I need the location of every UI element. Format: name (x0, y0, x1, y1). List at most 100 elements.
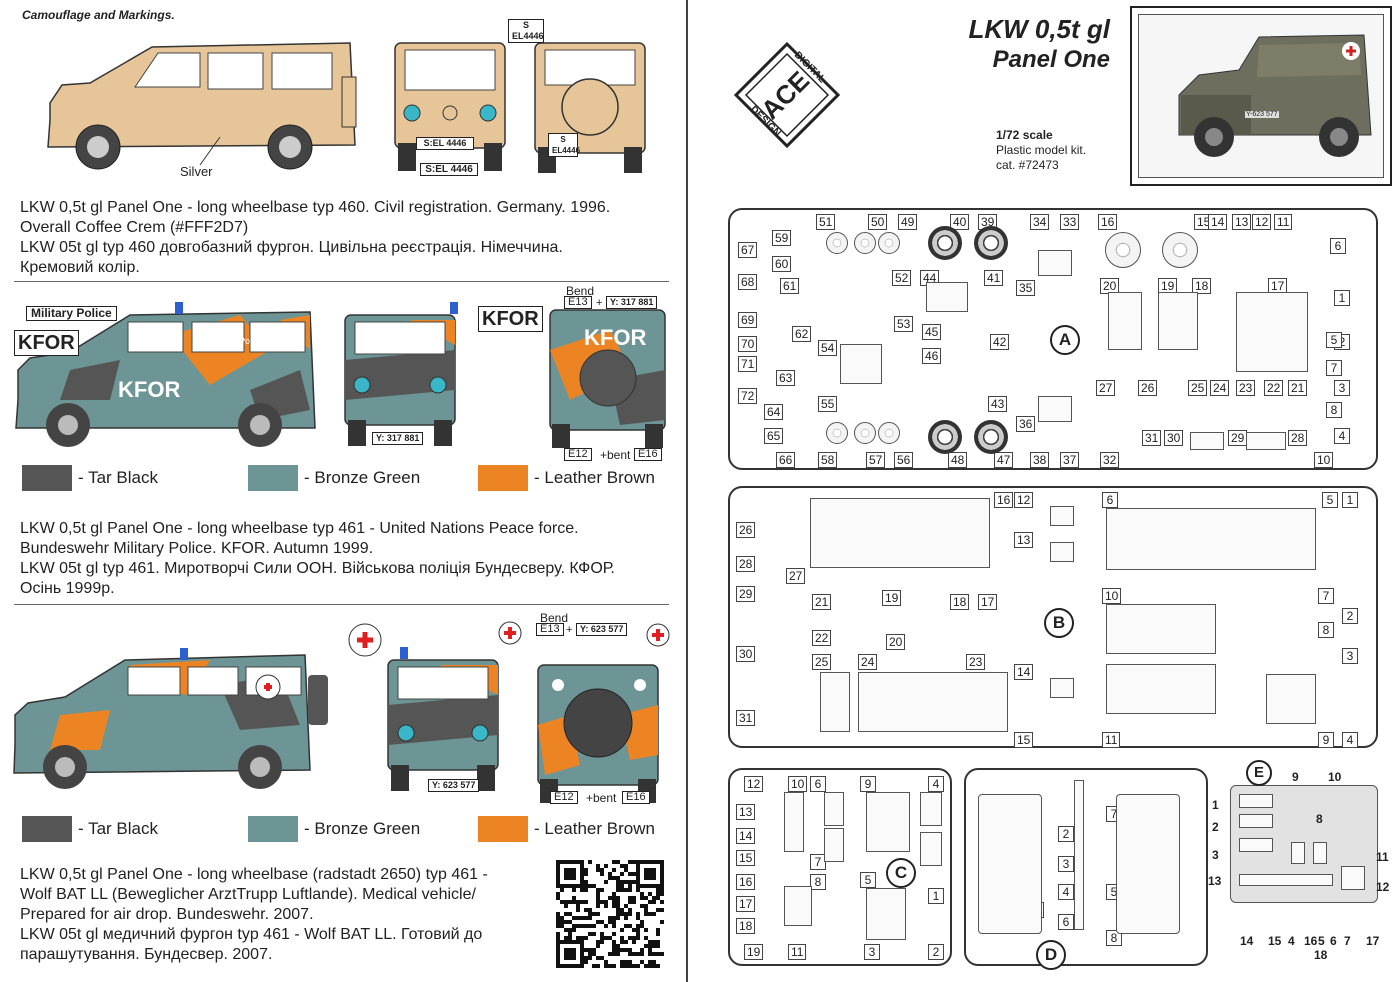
part-number-a-69: 69 (738, 312, 758, 328)
etch-part-number-14: 14 (1240, 934, 1254, 948)
scheme1-rear-view (534, 42, 646, 173)
part-number-b-12: 12 (1014, 492, 1034, 508)
mp-side-marking: Military Police (208, 336, 264, 346)
part-number-a-6: 6 (1330, 238, 1346, 254)
scheme1-views: Silver S EL4446 S EL4446 S:EL 4446 S:EL … (20, 19, 680, 185)
etch-part-number-1: 1 (1212, 798, 1219, 812)
part-number-a-33: 33 (1060, 214, 1080, 230)
scheme2-views: Military Police KFOR KFOR Military Polic… (10, 284, 680, 462)
window-part (824, 828, 844, 862)
part-number-c-11: 11 (788, 944, 807, 960)
part-number-a-26: 26 (1138, 380, 1158, 396)
wheel-rim (826, 422, 848, 444)
part-number-a-56: 56 (894, 452, 914, 468)
plate-front-2: Y: 317 881 (372, 432, 424, 445)
fret-e-letter: E (1246, 760, 1272, 786)
part-number-a-1: 1 (1334, 290, 1350, 306)
part-number-b-28: 28 (736, 556, 756, 572)
part-number-c-15: 15 (736, 850, 756, 866)
desc-line: Кремовий колір. (20, 259, 140, 276)
plate-spare-line2: EL4446 (552, 146, 581, 155)
part-number-b-3: 3 (1342, 648, 1358, 664)
part-number-a-51: 51 (816, 214, 836, 230)
part-number-b-26: 26 (736, 522, 756, 538)
tar-black-label: - Tar Black (78, 468, 158, 487)
bumper-part (1246, 432, 1286, 450)
plus-sign: + (596, 297, 603, 309)
scheme2-drawings (15, 302, 666, 448)
part-number-a-40: 40 (950, 214, 970, 230)
part-number-b-1: 1 (1342, 492, 1358, 508)
part-number-a-64: 64 (764, 404, 784, 420)
part-number-c-12: 12 (744, 776, 764, 792)
markings-page: Camouflage and Markings. (0, 0, 685, 982)
part-number-b-16: 16 (994, 492, 1014, 508)
part-number-a-72: 72 (738, 388, 758, 404)
desc-line: LKW 0,5t gl Panel One - long wheelbase t… (20, 199, 611, 216)
body-side-part (1106, 604, 1216, 654)
part-number-b-5: 5 (1322, 492, 1338, 508)
product-title: LKW 0,5t gl (968, 14, 1110, 44)
wheel-rim (854, 422, 876, 444)
bend-label: Bend (566, 284, 595, 298)
part-number-a-68: 68 (738, 274, 758, 290)
plate-e13-3: Y: 623 577 (576, 623, 628, 636)
glass-part (784, 886, 812, 926)
part-number-a-53: 53 (894, 316, 914, 332)
plate-front: S:EL 4446 (416, 137, 474, 150)
desc-line: Bundeswehr Military Police. KFOR. Autumn… (20, 540, 374, 557)
dashboard-part (866, 888, 906, 940)
bend-label-3: Bend (540, 611, 569, 625)
chassis-frame-part (1106, 508, 1316, 570)
glass-part (920, 832, 942, 866)
windshield-part (866, 792, 910, 852)
part-number-b-22: 22 (812, 630, 832, 646)
part-number-a-21: 21 (1288, 380, 1308, 396)
qr-code[interactable] (556, 860, 664, 968)
part-number-d-4: 4 (1058, 884, 1074, 900)
kit-text: Plastic model kit. (996, 143, 1087, 157)
tire (974, 420, 1008, 454)
scheme3-rear-view (537, 664, 659, 803)
part-number-b-8: 8 (1318, 622, 1334, 638)
tar-black-swatch (22, 465, 72, 491)
hood-part (1236, 292, 1308, 372)
seat-part (1050, 678, 1074, 698)
divider-line (14, 604, 669, 605)
e16-box-3: E16 (622, 791, 650, 804)
silver-label: Silver (180, 164, 213, 179)
wheel-rim-large (1162, 232, 1198, 268)
rail-part (1074, 780, 1084, 930)
part-number-b-13: 13 (1014, 532, 1034, 548)
scheme1-description: LKW 0,5t gl Panel One - long wheelbase t… (20, 198, 675, 278)
wheel-rim (826, 232, 848, 254)
part-number-a-45: 45 (922, 324, 942, 340)
door-right-part (1116, 794, 1180, 934)
bronze-green-label: - Bronze Green (304, 468, 421, 487)
part-number-b-29: 29 (736, 586, 756, 602)
part-number-c-8: 8 (810, 874, 826, 890)
grille-part (1108, 292, 1142, 350)
part-number-d-2: 2 (1058, 826, 1074, 842)
part-number-a-10: 10 (1314, 452, 1334, 468)
part-number-a-58: 58 (818, 452, 838, 468)
part-number-b-2: 2 (1342, 608, 1358, 624)
scheme1-drawings (47, 42, 646, 173)
desc-line: LKW 05t gl медичний фургон typ 461 - Wol… (20, 926, 483, 943)
e13-box: E13 (564, 296, 592, 309)
part-number-c-4: 4 (928, 776, 944, 792)
plate-front-3: Y: 623 577 (428, 779, 480, 792)
part-number-a-48: 48 (948, 452, 968, 468)
tire (974, 226, 1008, 260)
desc-line: Overall Coffee Crem (#FFF2D7) (20, 219, 249, 236)
wheel-rim (878, 232, 900, 254)
plus-sign-3: + (566, 624, 573, 636)
etch-fret-e (1230, 785, 1378, 903)
part-number-a-60: 60 (772, 256, 792, 272)
body-side-part (1106, 664, 1216, 714)
part-number-b-27: 27 (786, 568, 806, 584)
legend-row-1: - Tar Black - Bronze Green - Leather Bro… (22, 465, 672, 491)
etch-part-number-17: 17 (1366, 934, 1380, 948)
part-number-a-38: 38 (1030, 452, 1050, 468)
